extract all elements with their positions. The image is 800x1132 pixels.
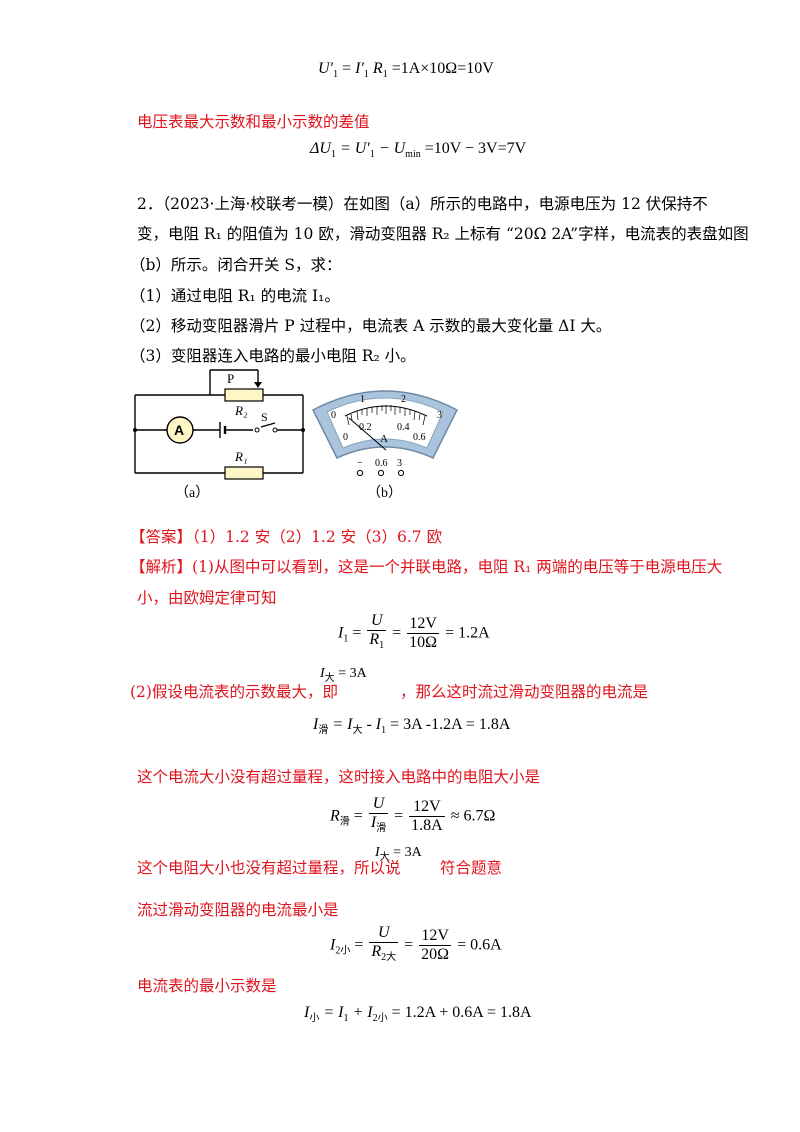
analysis-tag: 【解析】	[130, 558, 193, 576]
svg-text:0: 0	[331, 410, 336, 421]
svg-text:S: S	[261, 410, 268, 424]
svg-text:（b）: （b）	[367, 485, 402, 501]
analysis-line-2: 小，由欧姆定律可知	[137, 589, 277, 607]
equation-u1-prime: U′1 = I′1 R1 =1A×10Ω=10V	[318, 60, 494, 81]
equation-i-slide: I滑 = I大 - I1 = 3A -1.2A = 1.8A	[313, 716, 511, 737]
circuit-diagram-a: P R₂ S A R₁ （a）	[133, 369, 305, 501]
ammeter-icon	[166, 416, 194, 444]
svg-text:0.6: 0.6	[413, 432, 426, 443]
svg-text:R₁: R₁	[234, 449, 247, 464]
svg-text:R₂: R₂	[234, 403, 248, 418]
svg-text:A: A	[380, 433, 388, 445]
answer-tag: 【答案】	[130, 528, 193, 546]
svg-text:（a）: （a）	[175, 485, 209, 501]
question-part-3: （3）变阻器连入电路的最小电阻 R₂ 小。	[130, 347, 416, 365]
answer-line: 【答案】（1）1.2 安（2）1.2 安（3）6.7 欧	[130, 527, 442, 547]
question-part-1: （1）通过电阻 R₁ 的电流 I₁。	[130, 287, 340, 305]
analysis-part-4: 这个电阻大小也没有超过量程，所以说	[137, 859, 401, 877]
question-line-3: （b）所示。闭合开关 S，求：	[130, 256, 342, 274]
svg-text:1: 1	[360, 394, 365, 405]
svg-text:3: 3	[397, 458, 402, 469]
analysis-part-5: 流过滑动变阻器的电流最小是	[137, 901, 339, 919]
equation-i-min: I小 = I1 + I2小 = 1.2A + 0.6A = 1.8A	[304, 1004, 532, 1025]
analysis-part-2: (2)假设电流表的示数最大，即	[130, 683, 338, 701]
svg-text:0.2: 0.2	[359, 422, 372, 433]
difference-heading: 电压表最大示数和最小示数的差值	[137, 113, 370, 131]
svg-text:3: 3	[437, 410, 442, 421]
resistor-r1	[224, 466, 264, 480]
svg-text:A: A	[174, 422, 184, 438]
svg-text:0.6: 0.6	[375, 458, 388, 469]
svg-text:−: −	[357, 458, 363, 469]
inline-i-max-2: I大 = 3A	[375, 845, 422, 863]
ammeter-dial-b: 0 1 2 3 0 0.2 0.4 0.6 A − 0.6 3 （b）	[312, 390, 458, 501]
svg-text:0: 0	[343, 432, 348, 443]
question-line-1: 2．（2023·上海·校联考一模）在如图（a）所示的电路中，电源电压为 12 伏…	[137, 195, 708, 213]
analysis-line-1: 【解析】(1)从图中可以看到，这是一个并联电路，电阻 R₁ 两端的电压等于电源电…	[130, 558, 723, 576]
equation-delta-u1: ΔU1 = U′1 − Umin =10V − 3V=7V	[310, 140, 527, 161]
svg-text:0.4: 0.4	[397, 422, 410, 433]
analysis-part-2-tail: ，那么这时流过滑动变阻器的电流是	[400, 683, 649, 701]
svg-text:P: P	[227, 371, 234, 386]
analysis-part-6: 电流表的最小示数是	[137, 977, 277, 995]
question-part-2: （2）移动变阻器滑片 P 过程中，电流表 A 示数的最大变化量 ΔI 大。	[130, 317, 612, 335]
answer-text: （1）1.2 安（2）1.2 安（3）6.7 欧	[192, 528, 443, 546]
analysis-part-4-tail: 符合题意	[440, 859, 503, 877]
question-line-2: 变，电阻 R₁ 的阻值为 10 欧，滑动变阻器 R₂ 上标有 “20Ω 2A”字…	[137, 225, 749, 243]
analysis-part-3: 这个电流大小没有超过量程，这时接入电路中的电阻大小是	[137, 768, 541, 786]
resistor-r2	[224, 388, 264, 402]
svg-text:2: 2	[401, 394, 406, 405]
inline-i-max: I大 = 3A	[320, 666, 367, 684]
